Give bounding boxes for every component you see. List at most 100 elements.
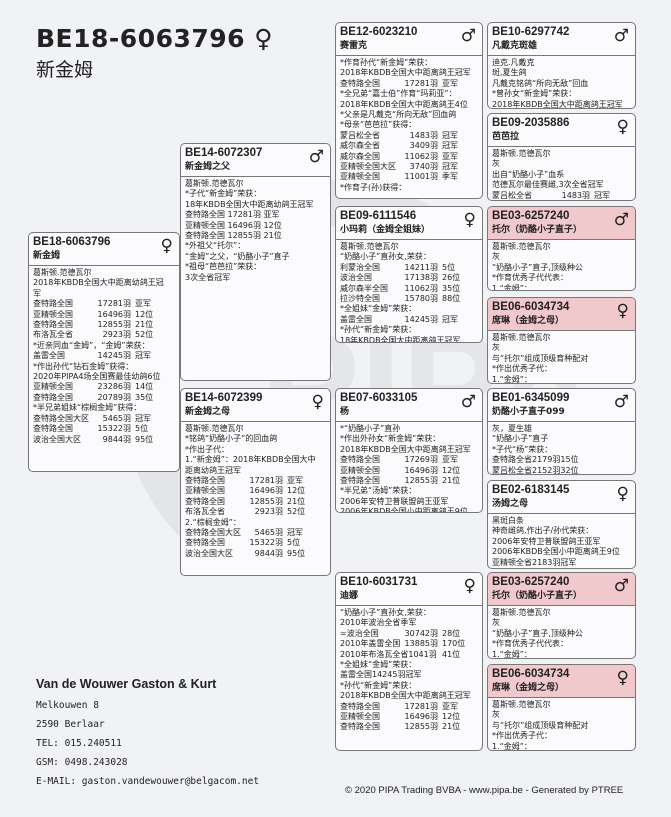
card-body: 迪克.凡戴克斑,夏生鸽凡戴克铭鸽“所向无敌”回血*曾孙女“新金姆”荣获：2018…	[488, 56, 635, 109]
result-cell: 波治全国大区	[185, 548, 233, 558]
card-line: 出自“奶酪小子”血系	[492, 169, 565, 179]
card-header: BE09-6111546 小玛莉（金姆全姐妹） ♀	[336, 207, 482, 240]
breeder-name: Van de Wouwer Gaston & Kurt	[36, 677, 217, 691]
result-cell: 亚精顿全国	[33, 309, 73, 319]
email[interactable]: E-MAIL: gaston.vandewouwer@belgacom.net	[36, 776, 260, 787]
result-cell: 14211羽	[404, 262, 438, 272]
result-cell: 11062羽	[404, 283, 438, 293]
result-cell: 查特路全国	[340, 78, 380, 88]
result-cell: 1483羽	[409, 130, 438, 140]
card-line: 灰	[492, 159, 500, 169]
result-cell: 亚精顿全国大区	[340, 162, 396, 172]
result-cell: 盖雷全国	[340, 314, 372, 324]
card-line: 军	[33, 288, 41, 298]
bird-name: 新金姆之母	[185, 407, 231, 417]
card-header: BE03-6257240 托尔（奶酪小子直子） ♂	[488, 207, 635, 240]
result-cell: 蒙吕松全省	[492, 190, 532, 200]
result-cell: 利蒙治全国	[340, 262, 380, 272]
pedigree-card[interactable]: BE14-6072307 新金姆之父 ♂葛斯顿.范德瓦尔*子代“新金姆”荣获：1…	[180, 143, 331, 381]
pedigree-card[interactable]: BE10-6297742 凡戴克斑雄 ♂迪克.凡戴克斑,夏生鸽凡戴克铭鸽“所向无…	[487, 22, 636, 109]
phone: TEL: 015.240511	[36, 738, 122, 749]
ring-number: BE14-6072307	[185, 147, 263, 159]
male-icon: ♂	[613, 26, 629, 46]
result-cell: 21位	[442, 722, 461, 732]
result-cell: 16496羽	[404, 465, 438, 475]
result-cell: 查特路全国	[185, 476, 225, 486]
ring-number: BE06-6034734	[492, 668, 570, 680]
pedigree-card[interactable]: BE01-6345099 奶酪小子直子099 ♂灰，夏生雄“奶酪小子”直子*子代…	[487, 388, 636, 475]
result-cell: 12855羽	[404, 476, 438, 486]
card-line: 3次全省冠军	[185, 272, 231, 282]
card-line: *子代“新金姆”荣获：	[185, 189, 262, 199]
card-line: *孙代“新金姆”荣获：	[340, 325, 417, 335]
result-cell: 15322羽	[97, 424, 131, 434]
ring-number: BE07-6033105	[340, 392, 418, 404]
male-icon: ♂	[460, 392, 476, 412]
result-cell: 12855羽	[97, 320, 131, 330]
result-cell: 95位	[135, 434, 154, 444]
female-icon: ♀	[616, 301, 629, 321]
result-cell: 威尔森全省	[340, 141, 380, 151]
result-cell: 亚精顿全国	[340, 712, 380, 722]
result-cell: 查特路全国大区	[185, 528, 241, 538]
card-line: 2018年KBDB全国大中距离鸽王冠军	[492, 99, 623, 109]
female-icon: ♀	[463, 210, 476, 230]
ring-number: BE03-6257240	[492, 210, 570, 222]
pedigree-card[interactable]: BE10-6031731 迪娜 ♀“奶酪小子”直孙女,荣获：2010年波治全省季…	[335, 572, 483, 751]
result-cell: 17281羽	[249, 476, 283, 486]
card-header: BE06-6034734 席琳（金姆之母） ♀	[488, 665, 635, 698]
bird-name: 奶酪小子直子099	[492, 407, 565, 417]
result-cell: 查特路全国	[185, 496, 225, 506]
pedigree-card[interactable]: BE07-6033105 杨 ♂*“奶酪小子”直孙*作出外孙女“新金姆”荣获：2…	[335, 388, 483, 513]
result-cell: 2923羽	[254, 507, 283, 517]
result-cell: 21位	[442, 476, 461, 486]
pedigree-card[interactable]: BE14-6072399 新金姆之母 ♀葛斯顿.范德瓦尔*铭鸽“奶酪小子”的回血…	[180, 388, 331, 576]
card-line: 与“托尔”组成顶级育种配对	[492, 353, 589, 363]
pedigree-card[interactable]: BE09-6111546 小玛莉（金姆全姐妹） ♀葛斯顿.范德瓦尔“奶酪小子”直…	[335, 206, 483, 343]
ring-number: BE02-6183145	[492, 484, 570, 496]
ring-number: BE09-2035886	[492, 117, 570, 129]
card-line: 2.“棕榈金姆”：	[185, 517, 241, 527]
pedigree-card[interactable]: BE03-6257240 托尔（奶酪小子直子） ♂葛斯顿.范德瓦尔灰“奶酪小子”…	[487, 206, 636, 291]
pedigree-card[interactable]: BE06-6034734 席琳（金姆之母） ♀葛斯顿.范德瓦尔灰与“托尔”组成顶…	[487, 664, 636, 751]
result-cell: 1483羽	[561, 190, 590, 200]
result-cell: 5465羽	[102, 413, 131, 423]
bird-name: 杨	[340, 407, 350, 417]
bird-name: 芭芭拉	[492, 132, 520, 142]
card-line: 葛斯顿.范德瓦尔	[340, 242, 399, 251]
card-line: *近亲同血“金姆”，“金姆”荣获：	[33, 340, 150, 350]
card-line: *半兄弟姐妹“棕榈金姆”获得：	[33, 403, 142, 413]
card-line: 2018年KBDB全国大中距离幼鸽王冠	[33, 278, 164, 288]
pedigree-card[interactable]: BE09-2035886 芭芭拉 ♀葛斯顿.范德瓦尔灰出自“奶酪小子”血系范德瓦…	[487, 113, 636, 201]
pedigree-card[interactable]: BE12-6023210 赛雷克 ♂*作育孙代“新金姆”荣获：2018年KBDB…	[335, 22, 483, 199]
pedigree-card[interactable]: BE02-6183145 汤姆之母 ♀黑斑白条神奇雌鸽,作出子/孙代荣获：200…	[487, 480, 636, 569]
pedigree-card[interactable]: BE03-6257240 托尔（奶酪小子直子） ♂葛斯顿.范德瓦尔灰“奶酪小子”…	[487, 572, 636, 659]
card-line: *作育子(孙)获得：	[340, 182, 407, 192]
result-cell	[402, 650, 442, 660]
result-cell: 12位	[442, 465, 461, 475]
pedigree-card[interactable]: BE06-6034734 席琳（金姆之母） ♀葛斯顿.范德瓦尔灰与“托尔”组成顶…	[487, 297, 636, 384]
card-body: 葛斯顿.范德瓦尔*铭鸽“奶酪小子”的回血鸽*作出子代：1.“新金姆”：2018年…	[181, 422, 330, 561]
card-line: *半兄弟“汤姆”荣获：	[340, 486, 417, 496]
result-cell: 12855羽	[404, 722, 438, 732]
result-cell: 查特路全国	[340, 701, 380, 711]
card-line: *父亲是凡戴克“所向无敌”回血鸽	[340, 110, 457, 120]
result-cell: 查特路全国	[340, 476, 380, 486]
result-cell: 14245羽	[404, 314, 438, 324]
card-line: 迪克.凡戴克	[492, 58, 535, 67]
result-cell: 亚精顿全国	[340, 172, 380, 182]
card-body: 葛斯顿.范德瓦尔灰“奶酪小子”直子,顶级种公*作育优秀子代代表：1.“金姆”：	[488, 240, 635, 290]
